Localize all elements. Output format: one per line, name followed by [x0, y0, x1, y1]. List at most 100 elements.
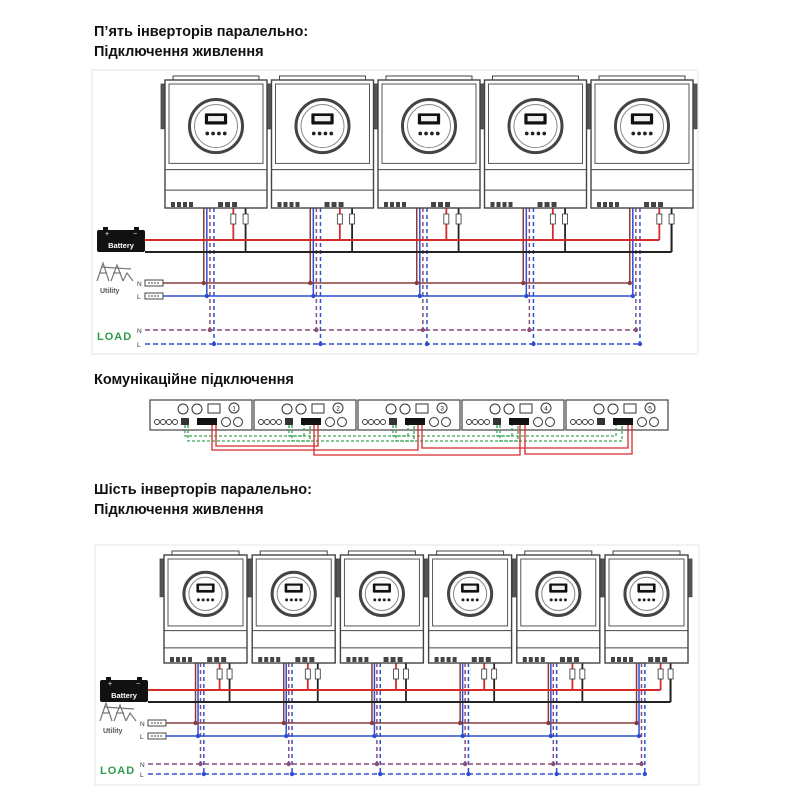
terminal-port [302, 657, 308, 662]
utility-label: Utility [100, 288, 120, 295]
terminal-circle [478, 419, 484, 425]
current-sharing-cable [215, 425, 319, 447]
utility-n-label: N [137, 281, 142, 288]
unit-number-badge [644, 402, 656, 414]
terminal-port [383, 657, 389, 662]
terminal-port [402, 202, 406, 207]
terminal-port [445, 202, 451, 207]
control-button [378, 598, 382, 602]
terminal-port [384, 202, 388, 207]
control-button [637, 598, 641, 602]
terminal-port [358, 657, 363, 662]
terminal-circle [221, 417, 231, 427]
inverter-front-panel [381, 83, 477, 164]
terminal-port [528, 657, 533, 662]
junction-dot [637, 341, 643, 347]
comm-port-circle [503, 403, 515, 415]
lcd-digits [287, 585, 301, 590]
terminal-port [171, 202, 175, 207]
junction-dot [420, 327, 426, 333]
terminal-port [651, 202, 657, 207]
unit-number-badge [228, 402, 240, 414]
load-label: LOAD [100, 765, 135, 777]
battery-fuse [304, 668, 311, 680]
battery-fuse [549, 213, 556, 225]
parallel-port [301, 418, 321, 425]
comm-unit-2: 2 [253, 399, 357, 431]
comm-cable-green [496, 425, 617, 437]
terminal-circle [441, 417, 451, 427]
battery-label: Battery [108, 241, 135, 250]
terminal-port [452, 657, 457, 662]
comm-unit-4: 4 [461, 399, 565, 431]
inverter-unit-1 [160, 75, 272, 209]
control-button [299, 598, 303, 602]
control-button [373, 598, 377, 602]
terminal-port [295, 202, 300, 207]
terminal-circle [649, 417, 659, 427]
pylon-icon [99, 701, 135, 722]
battery-fuse [491, 668, 498, 680]
terminal-port [364, 657, 369, 662]
parallel-port [389, 418, 397, 425]
terminal-port [338, 202, 344, 207]
terminal-port [225, 202, 231, 207]
comm-port-circle [385, 403, 397, 415]
terminal-port [283, 202, 288, 207]
control-button [329, 131, 334, 136]
comm-port-circle [191, 403, 203, 415]
battery-fuse [393, 668, 399, 680]
comm-cable-green [395, 425, 519, 442]
terminal-circle [576, 419, 582, 425]
load-n-label: N [140, 762, 145, 769]
lcd-digits [375, 585, 389, 590]
utility-label: Utility [103, 728, 123, 735]
terminal-circle [270, 419, 276, 425]
usb-port [519, 403, 533, 414]
lcd-digits [421, 116, 437, 122]
battery-fuse [657, 668, 664, 680]
terminal-circle [582, 419, 588, 425]
terminal-port [644, 202, 650, 207]
utility-icon: Utility [96, 261, 134, 295]
utility-icon: Utility [99, 701, 137, 735]
terminal-circle [484, 419, 490, 425]
load-l-label: L [140, 772, 144, 779]
terminal-port [176, 657, 180, 662]
battery-fuse [569, 668, 576, 680]
battery-terminal [137, 677, 142, 680]
terminal-port [258, 657, 263, 662]
terminal-circle [154, 419, 160, 425]
control-button [211, 131, 215, 136]
terminal-port [537, 202, 543, 207]
junction-dot [318, 341, 323, 347]
usb-port [623, 403, 637, 414]
terminal-port [540, 657, 545, 662]
terminal-port [648, 657, 654, 662]
terminal-port [277, 202, 282, 207]
control-button [424, 131, 428, 136]
terminal-port [603, 202, 607, 207]
control-button [536, 131, 541, 136]
comm-unit-5: 5 [565, 399, 669, 431]
load-label: LOAD [97, 331, 132, 343]
control-button [647, 598, 651, 602]
terminal-circle [570, 419, 576, 425]
comm-port-circle [295, 403, 307, 415]
control-button [554, 598, 558, 602]
comm-cable-green [499, 425, 623, 442]
control-button [196, 598, 200, 602]
control-button [317, 131, 322, 136]
terminal-port [658, 202, 664, 207]
terminal-circle [545, 417, 555, 427]
display-ring [629, 576, 664, 611]
terminal-port [440, 657, 445, 662]
inverter-front-panel [432, 558, 509, 627]
control-button [642, 598, 646, 602]
terminal-port [207, 657, 213, 662]
terminal-port [485, 657, 491, 662]
comm-port-circle [593, 403, 605, 415]
comm-cable-green [288, 425, 409, 437]
